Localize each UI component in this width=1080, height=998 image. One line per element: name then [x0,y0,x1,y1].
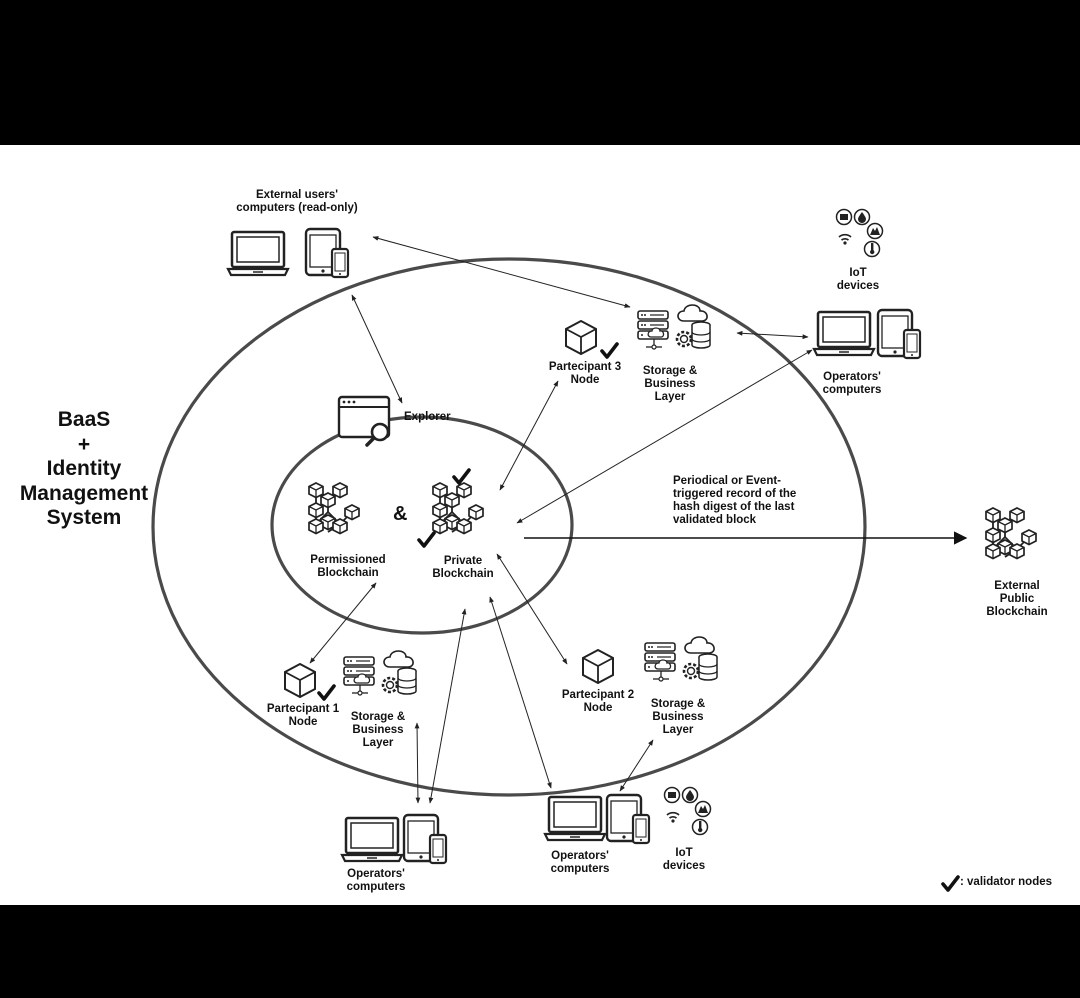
arrow-users-storage3 [372,236,631,308]
explorer-icon [337,395,391,447]
external-public-blockchain-label: External Public Blockchain [986,580,1048,618]
private-chain-validator-check-icon [452,468,471,485]
iot-top-icon [835,208,884,258]
arrow-private-operators-left [428,608,467,804]
participant-3-node-icon [565,320,597,355]
legend-validator-label: : validator nodes [960,876,1053,888]
arrow-storage2-operators [619,739,654,792]
storage-business-1-icon [342,649,418,697]
private-blockchain-icon [433,483,483,534]
diagram-canvas: BaaS + Identity Management System Extern… [0,145,1080,905]
arrow-storage1-operators [414,722,421,804]
operators-bottom-left-label: Operators' computers [346,868,406,893]
operators-top-laptop-icon [812,310,876,357]
operators-bottom-left-devices-icon [402,813,448,865]
storage-business-3-icon [636,303,712,351]
arrow-permissioned-participant1 [309,582,377,664]
participant-2-node-label: Partecipant 2 Node [561,689,635,714]
arrow-storage3-operators [736,330,809,340]
operators-bottom-left-laptop-icon [340,816,404,863]
participant-3-validator-check-icon [600,342,619,359]
operators-bottom-right-laptop-icon [543,795,607,842]
iot-bottom-label: IoT devices [662,847,706,872]
operators-bottom-right-label: Operators' computers [550,850,610,875]
participant-2-node-icon [582,649,614,684]
external-users-devices-icon [304,227,350,279]
external-users-label: External users' computers (read-only) [236,189,358,214]
external-public-blockchain-icon [986,508,1036,559]
operators-top-devices-icon [876,308,922,360]
private-chain-validator-check-icon [417,531,436,548]
storage-business-3-label: Storage & Business Layer [642,365,698,403]
iot-top-label: IoT devices [836,267,880,292]
participant-3-node-label: Partecipant 3 Node [548,361,622,386]
arrow-private-operators-right [489,596,552,789]
storage-business-2-label: Storage & Business Layer [650,698,706,736]
arrow-users-explorer [351,294,403,404]
permissioned-blockchain-icon [309,483,359,534]
hash-record-note: Periodical or Event- triggered record of… [673,475,797,526]
explorer-label: Explorer [404,411,451,423]
participant-1-node-label: Partecipant 1 Node [266,703,340,728]
diagram-svg [151,208,1080,892]
blockchain-ellipse [270,415,574,635]
iot-bottom-icon [663,786,712,836]
permissioned-blockchain-label: Permissioned Blockchain [310,554,386,579]
legend-check-icon [941,875,960,892]
system-title: BaaS + Identity Management System [19,408,149,529]
storage-business-1-label: Storage & Business Layer [350,711,406,749]
private-blockchain-label: Private Blockchain [432,555,494,580]
participant-1-node-icon [284,663,316,698]
participant-1-validator-check-icon [317,684,336,701]
ampersand-symbol: & [393,503,408,525]
storage-business-2-icon [643,635,719,683]
operators-bottom-right-devices-icon [605,793,651,845]
arrow-operators-private [516,349,813,524]
external-users-laptop-icon [226,230,290,277]
operators-top-label: Operators' computers [822,371,882,396]
